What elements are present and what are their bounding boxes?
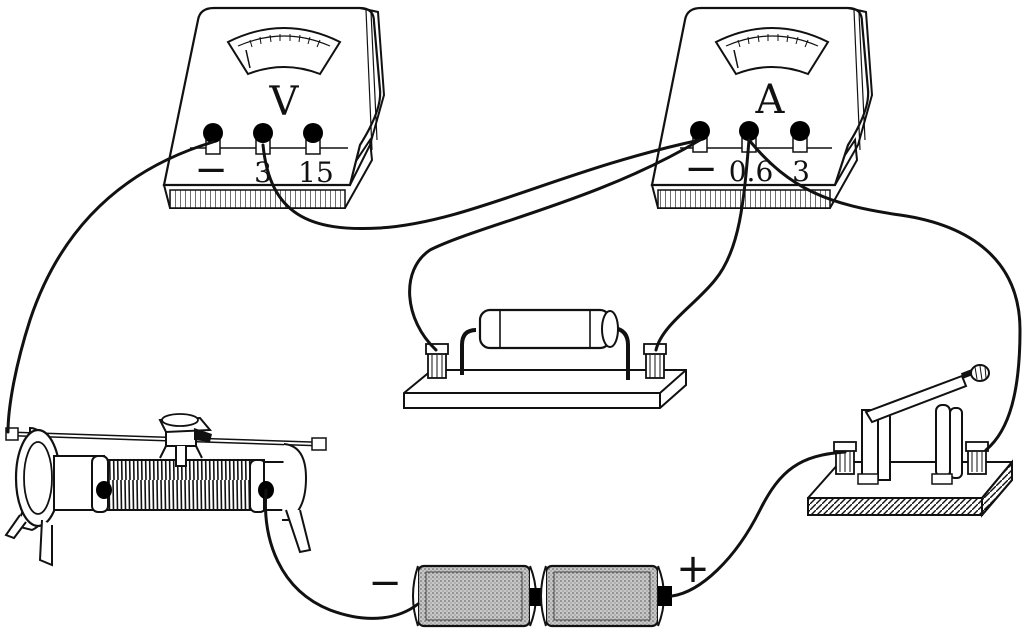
switch-terminal-right[interactable] — [965, 441, 989, 475]
wire-ammeter-0.6-to-switch-right[interactable] — [747, 138, 1022, 452]
voltmeter-label-negative: − — [194, 147, 228, 193]
rheostat-slider[interactable] — [158, 413, 213, 467]
ammeter-terminal-3a[interactable] — [790, 121, 810, 153]
ammeter-symbol: A — [755, 77, 786, 123]
battery-pack: − + — [368, 546, 710, 628]
ammeter-label-3: 3 — [792, 155, 810, 188]
switch-blade[interactable] — [864, 374, 968, 424]
fixed-resistor — [403, 308, 687, 409]
voltmeter-needle — [245, 49, 251, 69]
switch-terminal-left[interactable] — [833, 441, 857, 475]
wire-ammeter-neg-to-resistor-left[interactable] — [408, 138, 702, 352]
voltmeter-symbol: V — [269, 79, 300, 125]
rheostat — [4, 413, 327, 567]
wires — [6, 138, 1022, 620]
battery-cell-left — [412, 564, 537, 628]
battery-terminal-positive[interactable] — [658, 586, 672, 606]
rheostat-coil — [103, 459, 265, 511]
wire-voltmeter-3-to-ammeter-neg[interactable] — [261, 138, 702, 231]
voltmeter-terminal-15v[interactable] — [303, 123, 323, 155]
battery-cell-right — [540, 564, 665, 628]
battery-negative-mark: − — [368, 560, 402, 606]
wire-rheostat-to-battery-neg[interactable] — [263, 488, 420, 620]
rheostat-terminal-coil-left[interactable] — [96, 481, 112, 499]
battery-positive-mark: + — [676, 546, 710, 592]
voltmeter: V − 3 15 — [162, 6, 386, 209]
ammeter: A − 0.6 3 — [650, 6, 874, 209]
voltmeter-dial — [226, 27, 342, 76]
rheostat-bar-end-right[interactable] — [311, 437, 327, 451]
wire-switch-left-to-battery-pos[interactable] — [670, 450, 847, 598]
wire-voltmeter-neg-to-rheostat[interactable] — [6, 140, 215, 434]
wire-ammeter-0.6-to-resistor-right[interactable] — [654, 138, 751, 352]
ammeter-dial — [714, 27, 830, 76]
voltmeter-label-15: 15 — [298, 156, 334, 189]
knife-switch — [807, 364, 1013, 518]
ammeter-needle — [733, 49, 739, 69]
ammeter-label-negative: − — [684, 146, 718, 192]
voltmeter-terminal-3v[interactable] — [253, 123, 273, 155]
